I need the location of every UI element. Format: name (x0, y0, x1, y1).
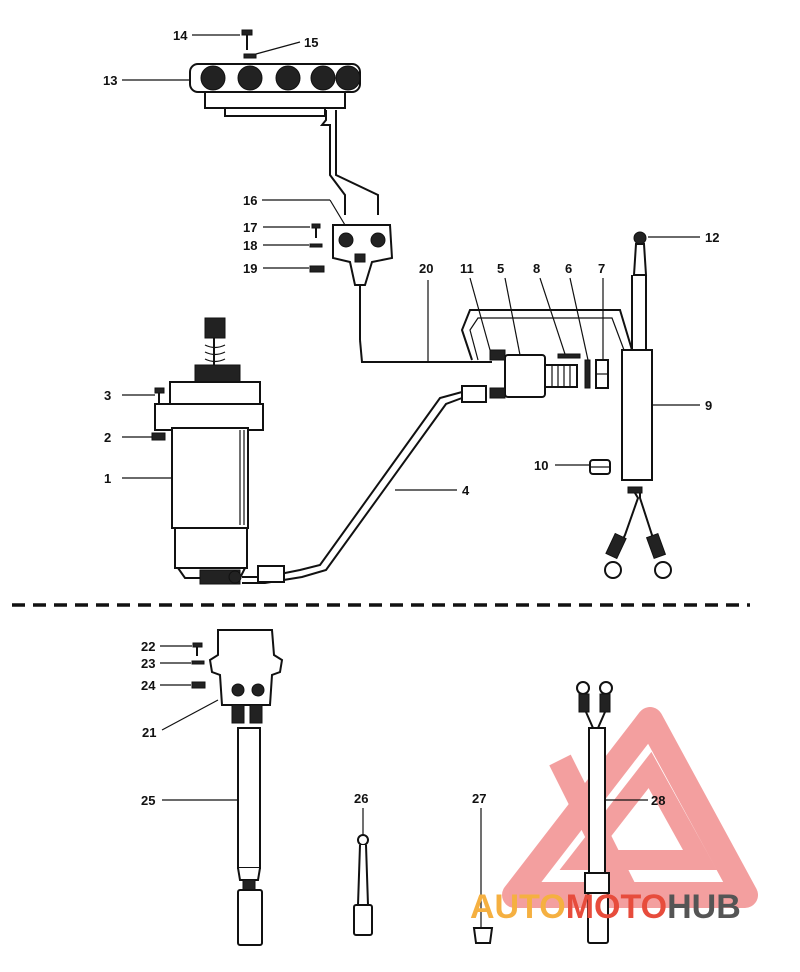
part-22-screw (192, 642, 203, 656)
part-18-washer (309, 243, 323, 248)
part-10-grommet (589, 459, 611, 475)
part-23-washer (191, 660, 205, 665)
part-17-screw (311, 223, 321, 238)
part-24-nut (191, 681, 206, 689)
part-27-clip (472, 927, 494, 944)
part-4-cable (242, 385, 487, 584)
callout-5: 5 (497, 261, 504, 276)
part-5-solenoid (489, 349, 578, 399)
callout-15: 15 (304, 35, 318, 50)
part-8-contact (557, 353, 581, 359)
callout-10: 10 (534, 458, 548, 473)
callout-19: 19 (243, 261, 257, 276)
part-6-washer (584, 359, 591, 389)
callout-2: 2 (104, 430, 111, 445)
callout-27: 27 (472, 791, 486, 806)
callout-12: 12 (705, 230, 719, 245)
part-9-harness-sleeve (604, 349, 672, 579)
watermark-hub: HUB (667, 888, 741, 926)
part-28-cable (576, 681, 613, 944)
watermark-auto: AUTO (470, 888, 566, 926)
part-15-washer (243, 53, 257, 59)
watermark-text: AUTOMOTOHUB (470, 888, 741, 926)
callout-22: 22 (141, 639, 155, 654)
callout-20: 20 (419, 261, 433, 276)
wire-block-to-16 (319, 110, 379, 215)
callout-21: 21 (142, 725, 156, 740)
callout-9: 9 (705, 398, 712, 413)
callout-11: 11 (460, 261, 474, 276)
part-3-screw (154, 387, 165, 405)
part-26-strap (353, 834, 373, 936)
callout-24: 24 (141, 678, 156, 693)
wire-loop-to-9 (460, 309, 633, 361)
wire-20 (359, 339, 492, 363)
callout-16: 16 (243, 193, 257, 208)
callout-1: 1 (104, 471, 111, 486)
part-1-starter-motor (154, 317, 264, 585)
part-12-terminal (631, 231, 648, 350)
svg-text:AUTOMOTOHUB: AUTOMOTOHUB (470, 888, 741, 926)
callout-6: 6 (565, 261, 572, 276)
callout-17: 17 (243, 220, 257, 235)
part-16-terminal-bracket (332, 224, 394, 340)
callout-25: 25 (141, 793, 155, 808)
part-19-nut (309, 265, 325, 273)
callout-4: 4 (462, 483, 470, 498)
callout-8: 8 (533, 261, 540, 276)
watermark-logo (502, 707, 758, 908)
callout-7: 7 (598, 261, 605, 276)
wire-loop-inner (469, 317, 625, 361)
callout-labels: 1 2 3 4 5 6 7 8 9 10 11 12 13 14 15 16 1… (103, 28, 719, 808)
callout-14: 14 (173, 28, 188, 43)
part-13-terminal-block (189, 63, 361, 117)
watermark-moto: MOTO (566, 888, 667, 926)
callout-23: 23 (141, 656, 155, 671)
callout-28: 28 (651, 793, 665, 808)
leader-lines (122, 34, 700, 928)
part-25-harness (237, 727, 263, 946)
callout-13: 13 (103, 73, 117, 88)
part-14-screw (241, 29, 253, 50)
callout-18: 18 (243, 238, 257, 253)
part-21-bracket (208, 629, 284, 724)
callout-26: 26 (354, 791, 368, 806)
callout-3: 3 (104, 388, 111, 403)
part-2-nut (151, 432, 166, 441)
